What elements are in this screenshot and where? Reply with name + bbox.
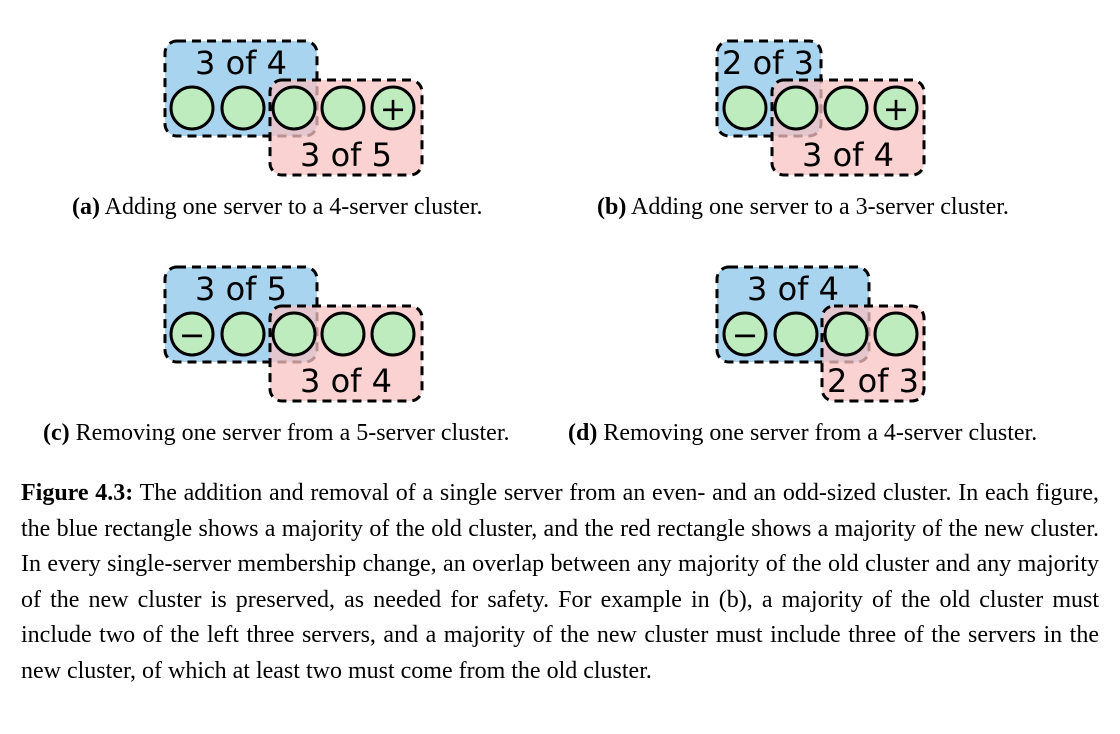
panel-b: 2 of 3 3 of 4 + — [712, 36, 932, 186]
panel-d: 3 of 4 2 of 3 − — [712, 262, 932, 412]
panel-d-caption: (d) Removing one server from a 4-server … — [568, 420, 1037, 447]
caption-letter: (d) — [568, 420, 598, 446]
server-node — [169, 85, 215, 131]
new-majority-label: 2 of 3 — [827, 362, 919, 400]
server-node — [220, 85, 266, 131]
server-row: + — [169, 85, 416, 131]
old-majority-label: 2 of 3 — [722, 44, 814, 82]
caption-text: Adding one server to a 3-server cluster. — [626, 194, 1009, 220]
server-row: + — [722, 85, 919, 131]
figure-caption: Figure 4.3: The addition and removal of … — [21, 476, 1099, 689]
panel-c-diagram: 3 of 5 3 of 4 − — [163, 265, 424, 403]
server-row: − — [722, 311, 919, 357]
server-node — [773, 85, 819, 131]
added-server-node — [873, 85, 919, 131]
caption-text: Adding one server to a 4-server cluster. — [99, 194, 483, 220]
server-node — [823, 85, 869, 131]
panel-a-diagram: 3 of 4 3 of 5 + — [163, 39, 424, 177]
new-majority-label: 3 of 4 — [300, 362, 392, 400]
server-node — [320, 311, 366, 357]
server-row: − — [169, 311, 416, 357]
server-node — [823, 311, 869, 357]
plus-icon: + — [883, 90, 910, 128]
panel-b-caption: (b) Adding one server to a 3-server clus… — [597, 194, 1009, 221]
server-node — [320, 85, 366, 131]
old-majority-label: 3 of 4 — [747, 270, 839, 308]
figure-label: Figure 4.3: — [21, 480, 134, 506]
server-node — [773, 311, 819, 357]
removed-server-node — [169, 311, 215, 357]
panel-a-caption: (a) Adding one server to a 4-server clus… — [72, 194, 483, 221]
removed-server-node — [722, 311, 768, 357]
plus-icon: + — [380, 90, 407, 128]
caption-text: Removing one server from a 5-server clus… — [69, 420, 510, 446]
figure-caption-text: The addition and removal of a single ser… — [21, 480, 1099, 684]
server-node — [271, 311, 317, 357]
old-majority-label: 3 of 5 — [195, 270, 287, 308]
server-node — [873, 311, 919, 357]
new-majority-label: 3 of 5 — [300, 136, 392, 174]
caption-letter: (c) — [43, 420, 70, 446]
server-node — [220, 311, 266, 357]
caption-letter: (a) — [72, 194, 100, 220]
caption-text: Removing one server from a 4-server clus… — [597, 420, 1038, 446]
minus-icon: − — [179, 316, 206, 354]
old-majority-label: 3 of 4 — [195, 44, 287, 82]
new-majority-label: 3 of 4 — [802, 136, 894, 174]
server-node — [271, 85, 317, 131]
minus-icon: − — [732, 316, 759, 354]
panel-b-diagram: 2 of 3 3 of 4 + — [715, 39, 926, 177]
added-server-node — [370, 85, 416, 131]
panel-c: 3 of 5 3 of 4 − — [160, 262, 430, 412]
server-node — [370, 311, 416, 357]
caption-letter: (b) — [597, 194, 627, 220]
panel-a: 3 of 4 3 of 5 + — [160, 36, 430, 186]
panel-c-caption: (c) Removing one server from a 5-server … — [43, 420, 510, 447]
server-node — [722, 85, 768, 131]
panel-d-diagram: 3 of 4 2 of 3 − — [715, 265, 926, 403]
